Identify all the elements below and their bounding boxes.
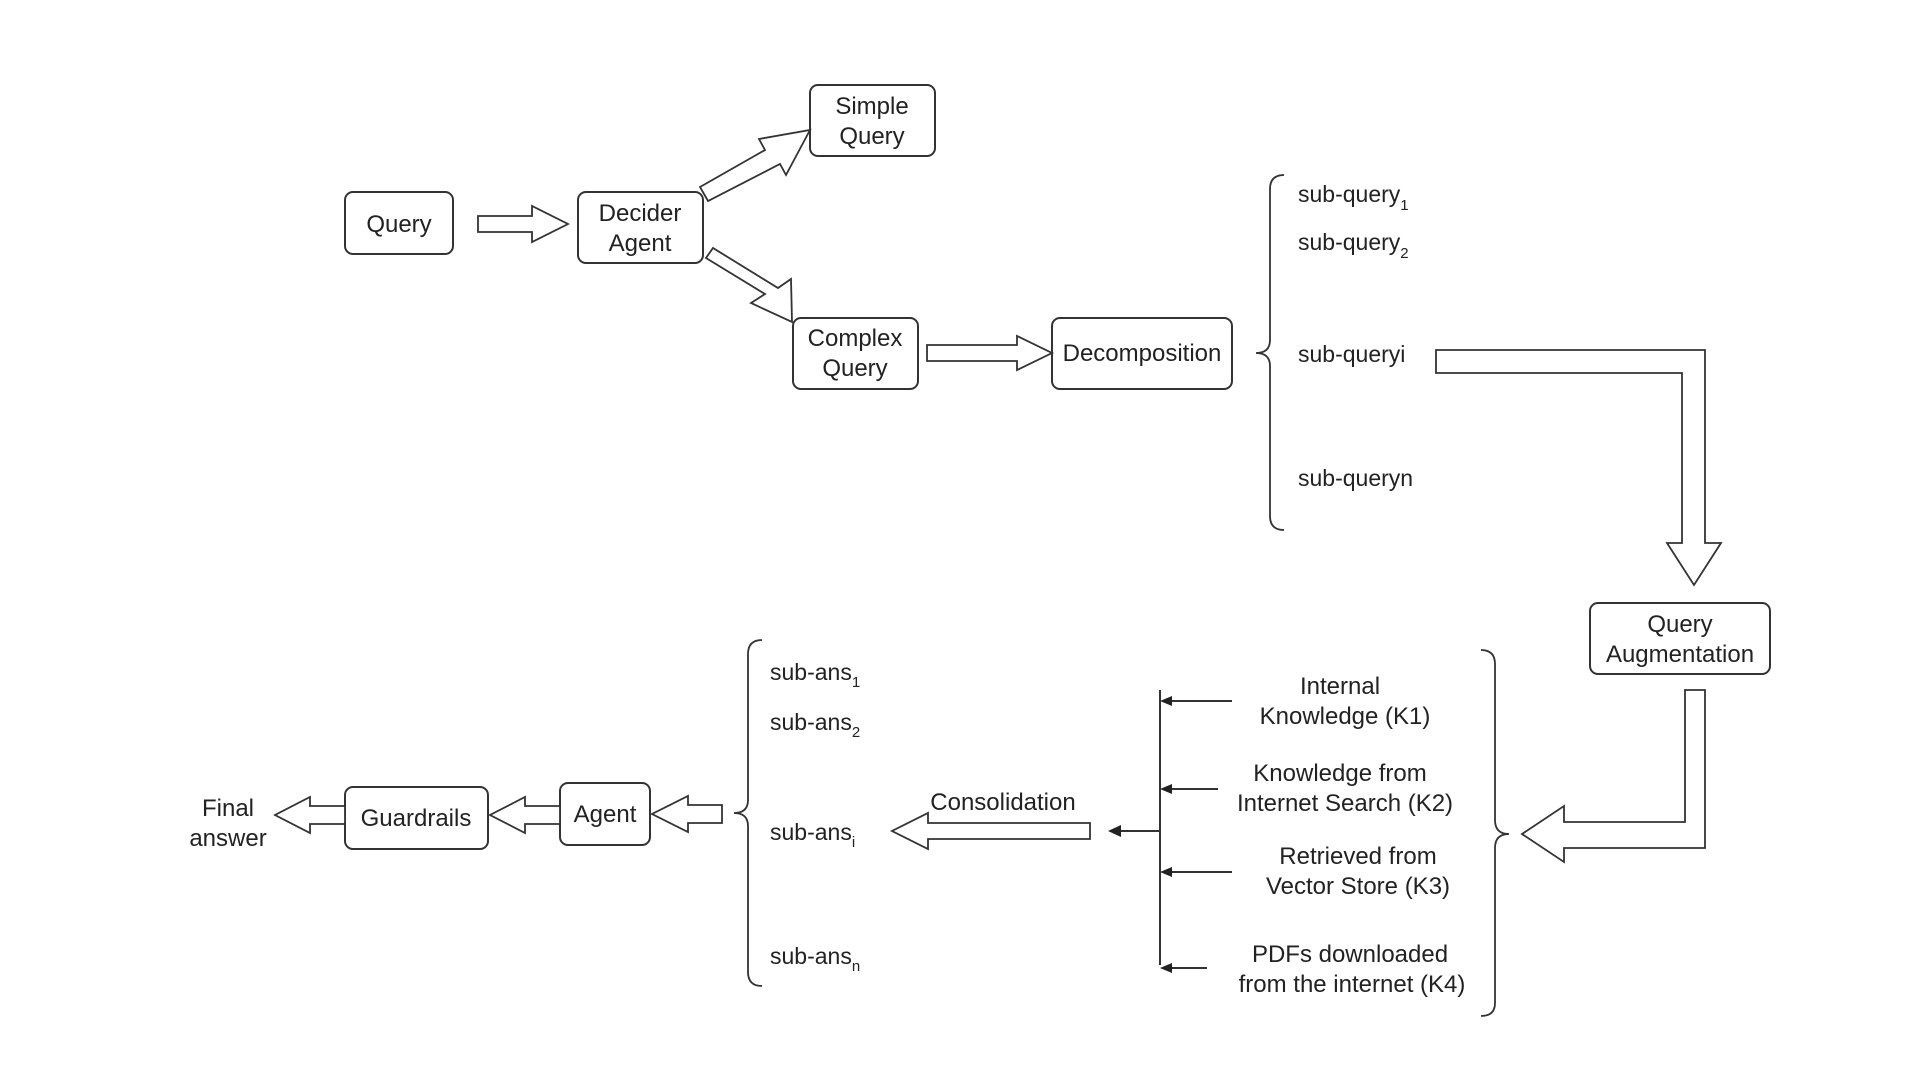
k4-pointer-head	[1160, 963, 1172, 973]
guardrails-label: Guardrails	[361, 805, 472, 832]
consolidation-label: Consolidation	[930, 789, 1075, 816]
simple-query-label-line1: Simple	[835, 93, 908, 120]
knowledge-k3-line1: Retrieved from	[1279, 843, 1436, 870]
subquery-to-augmentation-arrow	[1435, 349, 1723, 587]
query-label: Query	[366, 211, 431, 238]
knowledge-k4-line1: PDFs downloaded	[1252, 941, 1448, 968]
decider-to-simple-arrow	[698, 128, 812, 203]
agent-label: Agent	[574, 801, 637, 828]
sub-query-brace	[1255, 174, 1285, 531]
knowledge-brace	[1480, 649, 1510, 1017]
knowledge-k2-line1: Knowledge from	[1253, 760, 1426, 787]
final-answer-label-line1: Final	[202, 795, 254, 822]
augmentation-to-knowledge-arrow	[1520, 689, 1706, 864]
decider-to-complex-arrow	[704, 246, 793, 324]
knowledge-k3-line2: Vector Store (K3)	[1266, 873, 1450, 900]
sub-ans-1: sub-ans1	[770, 659, 860, 691]
sub-ans-n: sub-ansn	[770, 943, 860, 975]
knowledge-k4-line2: from the internet (K4)	[1239, 971, 1466, 998]
complex-query-label-line1: Complex	[808, 325, 903, 352]
knowledge-k1-line2: Knowledge (K1)	[1260, 703, 1431, 730]
complex-query-box	[792, 317, 919, 390]
decider-agent-label-line2: Agent	[609, 230, 672, 257]
collector-output-head	[1108, 825, 1121, 837]
decider-agent-box	[577, 191, 704, 264]
guardrails-to-final-arrow	[273, 795, 346, 835]
sub-query-2: sub-query2	[1298, 229, 1409, 262]
simple-query-box	[809, 84, 936, 157]
decomposition-label: Decomposition	[1063, 340, 1222, 367]
complex-to-decomposition-arrow	[926, 334, 1055, 372]
answers-to-agent-arrow	[649, 794, 723, 834]
knowledge-k2-line2: Internet Search (K2)	[1237, 790, 1453, 817]
simple-query-label-line2: Query	[839, 123, 904, 150]
consolidation-arrow	[889, 811, 1091, 851]
sub-query-i: sub-queryi	[1298, 341, 1405, 367]
complex-query-label-line2: Query	[822, 355, 887, 382]
decider-agent-label-line1: Decider	[599, 200, 682, 227]
sub-query-n: sub-queryn	[1298, 465, 1413, 491]
agent-to-guardrails-arrow	[488, 795, 561, 835]
k1-pointer-head	[1160, 696, 1172, 706]
query-augmentation-box	[1589, 602, 1771, 675]
query-augmentation-label-line2: Augmentation	[1606, 641, 1754, 668]
query-box	[344, 191, 454, 255]
knowledge-k1-line1: Internal	[1300, 673, 1380, 700]
sub-query-1: sub-query1	[1298, 181, 1409, 214]
sub-ans-i: sub-ansi	[770, 819, 855, 851]
k3-pointer-head	[1160, 867, 1172, 877]
k2-pointer-head	[1160, 784, 1172, 794]
query-augmentation-label-line1: Query	[1647, 611, 1712, 638]
sub-ans-2: sub-ans2	[770, 709, 860, 741]
query-to-decider-arrow	[477, 204, 571, 244]
final-answer-label-line2: answer	[189, 825, 266, 852]
sub-answer-brace	[733, 639, 763, 987]
